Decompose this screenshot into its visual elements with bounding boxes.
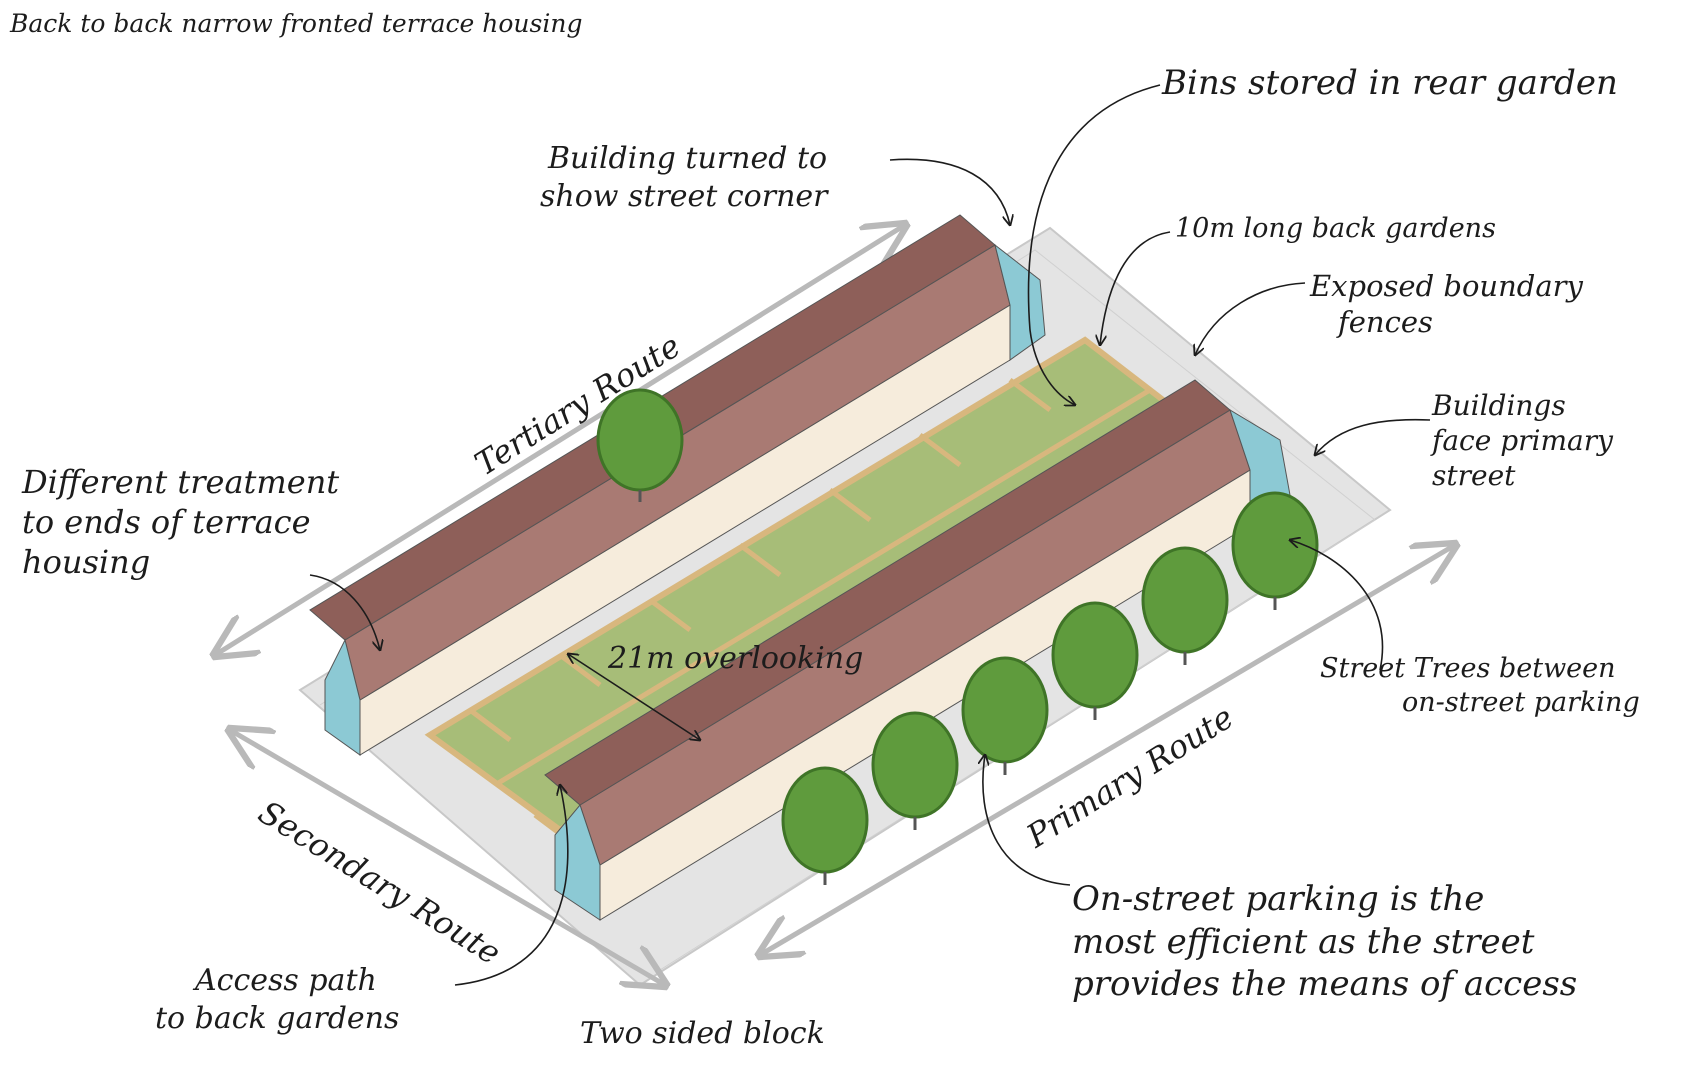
label-parking-line3: provides the means of access xyxy=(1072,963,1577,1006)
label-street-trees: Street Trees between on-street parking xyxy=(1320,652,1640,720)
label-ends-line2: to ends of terrace xyxy=(22,502,339,542)
label-fences-line1: Exposed boundary xyxy=(1310,268,1583,304)
label-building-turned: Building turned to show street corner xyxy=(548,140,828,215)
label-ends-line3: housing xyxy=(22,542,339,582)
label-parking-line1: On-street parking is the xyxy=(1072,878,1577,921)
label-ends-treatment: Different treatment to ends of terrace h… xyxy=(22,462,339,582)
label-face-primary-line1: Buildings xyxy=(1432,388,1613,423)
label-on-street-parking: On-street parking is the most efficient … xyxy=(1072,878,1577,1006)
label-overlooking: 21m overlooking xyxy=(608,640,863,678)
label-building-turned-line1: Building turned to xyxy=(548,140,828,178)
label-building-turned-line2: show street corner xyxy=(540,178,828,216)
label-fences-line2: fences xyxy=(1338,304,1583,340)
label-access-path: Access path to back gardens xyxy=(155,962,399,1037)
label-ends-line1: Different treatment xyxy=(22,462,339,502)
diagram-title: Back to back narrow fronted terrace hous… xyxy=(10,8,582,39)
label-access-line1: Access path xyxy=(195,962,399,1000)
label-bins: Bins stored in rear garden xyxy=(1162,62,1618,105)
label-gardens: 10m long back gardens xyxy=(1175,212,1496,246)
label-street-trees-line2: on-street parking xyxy=(1402,686,1640,720)
label-two-sided-block: Two sided block xyxy=(580,1015,825,1053)
label-parking-line2: most efficient as the street xyxy=(1072,921,1577,964)
leader-fences xyxy=(1195,283,1305,355)
label-face-primary-line3: street xyxy=(1432,458,1613,493)
leader-face xyxy=(1315,420,1430,455)
label-access-line2: to back gardens xyxy=(155,1000,399,1038)
label-street-trees-line1: Street Trees between xyxy=(1320,652,1640,686)
label-face-primary-line2: face primary xyxy=(1432,423,1613,458)
leader-building-turned xyxy=(890,159,1010,225)
label-fences: Exposed boundary fences xyxy=(1310,268,1583,341)
label-face-primary: Buildings face primary street xyxy=(1432,388,1613,493)
